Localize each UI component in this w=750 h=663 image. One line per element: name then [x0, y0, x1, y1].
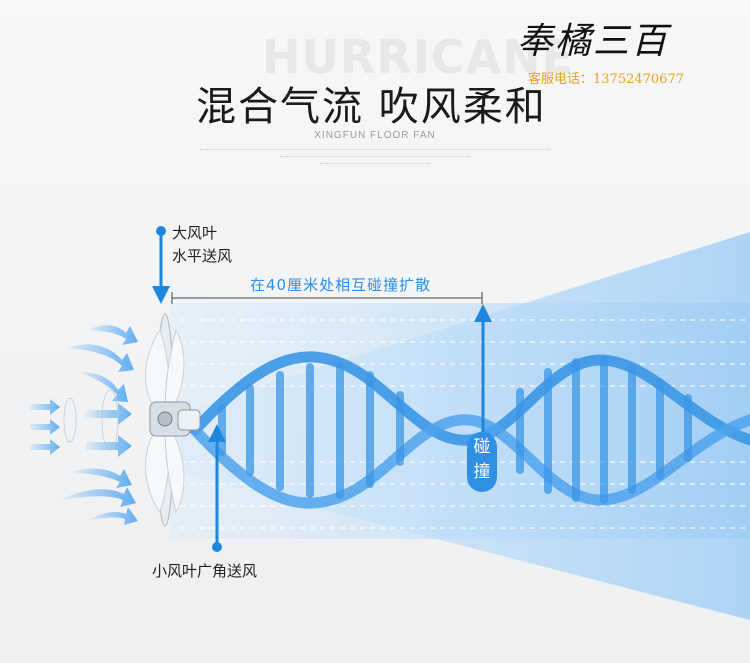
collision-badge: 碰 撞 [467, 432, 497, 492]
small-blade-pointer [208, 424, 226, 552]
intake-arrows-icon [30, 325, 138, 525]
headline: 混合气流 吹风柔和 [196, 84, 547, 130]
ghost-fan-icon [63, 389, 119, 451]
small-blade-label: 小风叶广角送风 [152, 562, 258, 580]
divider-dots [320, 163, 430, 164]
span-label: 在40厘米处相互碰撞扩散 [250, 276, 432, 294]
large-blade-label: 大风叶 水平送风 [172, 224, 233, 265]
watermark-text: HURRICANE [262, 30, 575, 84]
fan-icon [145, 313, 201, 527]
service-phone: 客服电话：13752470677 [528, 72, 684, 87]
divider-dots [280, 156, 470, 157]
collision-pointer [474, 304, 492, 432]
large-blade-pointer [152, 226, 170, 304]
divider-dots [200, 149, 550, 150]
subline: XINGFUN FLOOR FAN [314, 130, 436, 141]
span-dimension-line [171, 292, 483, 304]
brand-logo: 奉橘三百 [517, 21, 670, 62]
